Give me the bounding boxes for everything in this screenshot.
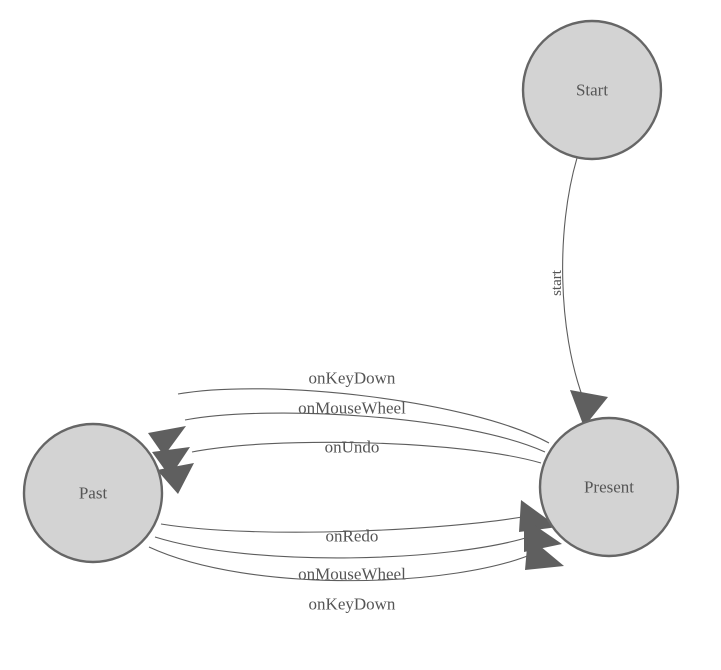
edge-present-to-past-onkeydown-arrowhead [148,426,186,456]
edge-present-to-past-onundo-path [191,441,542,464]
edge-past-to-present-onredo[interactable]: onRedo [160,500,558,546]
node-past-label: Past [79,484,108,503]
node-present-label: Present [584,478,634,497]
edge-label-past-present-onmousewheel: onMouseWheel [298,565,406,584]
edge-present-to-past-onundo-arrowhead [157,463,194,494]
edge-past-to-present-onkeydown-arrowhead [525,536,564,570]
edge-start-to-present-path [562,157,584,399]
edge-present-to-past-onundo[interactable]: onUndo [157,438,542,495]
edge-past-to-present-onkeydown-path [148,546,538,582]
edge-present-to-past-onmousewheel-arrowhead [152,447,190,477]
edge-start-to-present[interactable]: start [549,157,608,427]
node-start[interactable]: Start [521,19,663,161]
edge-present-to-past-onmousewheel-path [184,412,546,453]
edge-label-present-past-onmousewheel: onMouseWheel [298,399,406,418]
node-start-circle [521,19,663,161]
edge-label-past-present-onkeydown: onKeyDown [309,595,396,614]
edge-present-to-past-onkeydown[interactable]: onKeyDown [148,369,550,457]
edge-label-present-past-onkeydown: onKeyDown [309,369,396,388]
edge-present-to-past-onkeydown-path [177,388,550,444]
node-present-circle [538,416,680,558]
node-present[interactable]: Present [538,416,680,558]
edge-present-to-past-onmousewheel[interactable]: onMouseWheel [152,399,546,478]
edge-label-present-past-onundo: onUndo [325,438,380,457]
node-past-circle [22,422,164,564]
node-start-label: Start [576,81,608,100]
edge-past-to-present-onkeydown[interactable]: onKeyDown [148,536,564,614]
edge-past-to-present-onmousewheel-path [154,535,533,559]
edge-label-start: start [549,269,565,296]
edge-start-to-present-arrowhead [570,390,608,427]
node-past[interactable]: Past [22,422,164,564]
edge-past-to-present-onredo-path [160,515,529,533]
edge-label-past-present-onredo: onRedo [326,527,379,546]
